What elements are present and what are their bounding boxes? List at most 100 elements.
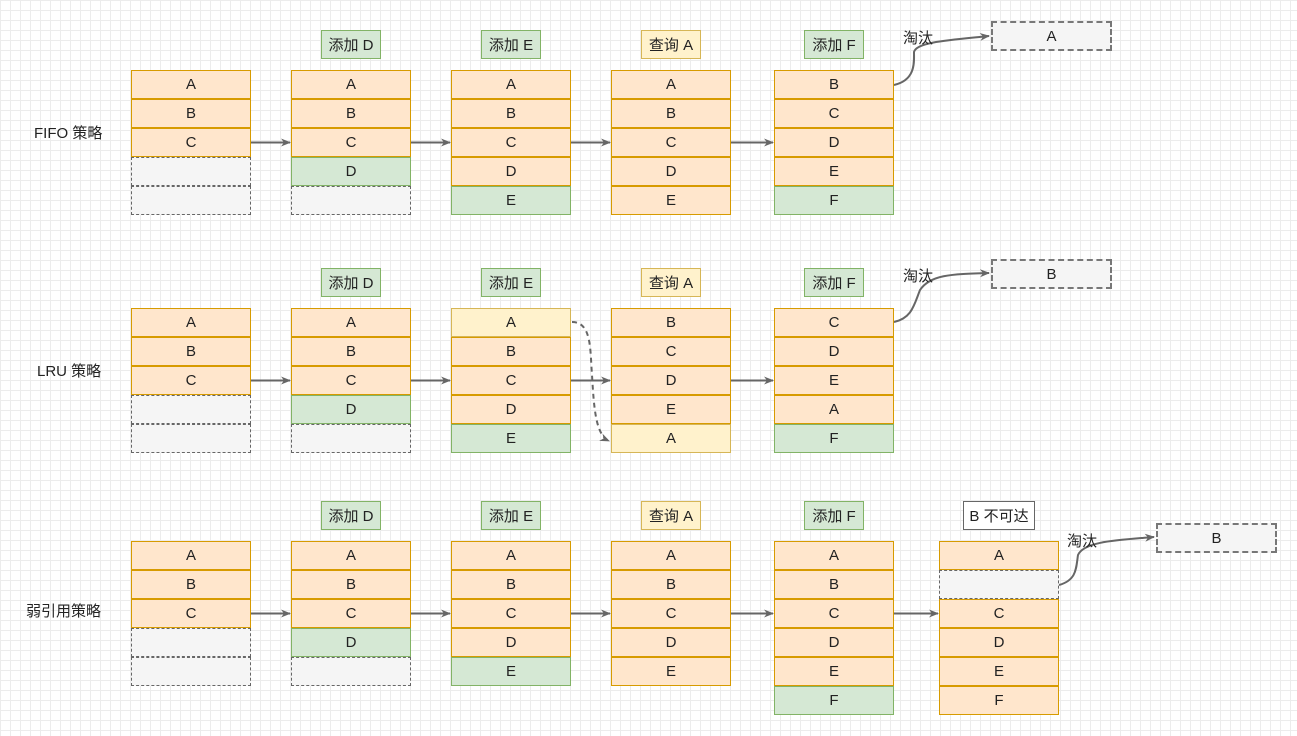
cache-slot: E: [451, 424, 571, 453]
cache-slot: D: [611, 157, 731, 186]
cache-slot: B: [291, 570, 411, 599]
cache-slot: D: [774, 337, 894, 366]
cache-slot: A: [451, 70, 571, 99]
stage-header: 添加 D: [321, 30, 381, 59]
cache-slot: B: [131, 337, 251, 366]
stage-header: 添加 D: [321, 268, 381, 297]
cache-slot: D: [451, 395, 571, 424]
cache-slot: B: [451, 570, 571, 599]
cache-slot: [939, 570, 1059, 599]
cache-slot: D: [611, 366, 731, 395]
cache-slot: A: [451, 308, 571, 337]
lru-move-arrow: [571, 321, 610, 442]
stage-header: 查询 A: [641, 30, 701, 59]
stage-header: 添加 E: [481, 268, 541, 297]
row-label: LRU 策略: [37, 363, 102, 380]
cache-slot: C: [291, 599, 411, 628]
cache-slot: C: [131, 128, 251, 157]
cache-slot: C: [774, 599, 894, 628]
cache-slot: F: [774, 424, 894, 453]
cache-slot: C: [774, 99, 894, 128]
cache-slot: [131, 657, 251, 686]
evicted-item: B: [991, 259, 1112, 289]
cache-slot: D: [939, 628, 1059, 657]
cache-slot: B: [774, 570, 894, 599]
cache-slot: F: [774, 686, 894, 715]
evict-label: 淘汰: [903, 30, 934, 47]
cache-slot: B: [611, 570, 731, 599]
cache-slot: E: [939, 657, 1059, 686]
cache-slot: [291, 186, 411, 215]
stage-header: 查询 A: [641, 501, 701, 530]
stage-header: 添加 F: [804, 501, 864, 530]
cache-slot: [291, 424, 411, 453]
cache-slot: C: [611, 128, 731, 157]
cache-slot: A: [611, 424, 731, 453]
cache-slot: E: [611, 186, 731, 215]
cache-slot: C: [291, 366, 411, 395]
cache-slot: C: [451, 366, 571, 395]
evict-arrow: [893, 32, 990, 86]
cache-slot: C: [291, 128, 411, 157]
cache-slot: E: [774, 157, 894, 186]
cache-slot: C: [939, 599, 1059, 628]
stage-header: B 不可达: [963, 501, 1035, 530]
cache-slot: B: [611, 308, 731, 337]
cache-slot: [131, 395, 251, 424]
cache-slot: A: [131, 541, 251, 570]
cache-slot: C: [131, 366, 251, 395]
cache-slot: [131, 424, 251, 453]
evicted-item: B: [1156, 523, 1277, 553]
cache-slot: D: [291, 395, 411, 424]
cache-slot: C: [451, 128, 571, 157]
evict-arrow: [893, 269, 990, 323]
cache-slot: D: [291, 157, 411, 186]
cache-slot: C: [451, 599, 571, 628]
stage-header: 添加 D: [321, 501, 381, 530]
stage-header: 添加 F: [804, 30, 864, 59]
cache-slot: [131, 157, 251, 186]
cache-slot: C: [131, 599, 251, 628]
cache-slot: D: [611, 628, 731, 657]
cache-slot: A: [451, 541, 571, 570]
cache-slot: D: [774, 128, 894, 157]
stage-header: 添加 E: [481, 30, 541, 59]
evicted-item: A: [991, 21, 1112, 51]
cache-slot: F: [939, 686, 1059, 715]
cache-slot: [131, 186, 251, 215]
cache-slot: B: [291, 99, 411, 128]
cache-slot: B: [131, 570, 251, 599]
cache-slot: E: [774, 366, 894, 395]
cache-slot: E: [774, 657, 894, 686]
cache-slot: A: [291, 541, 411, 570]
cache-slot: B: [451, 337, 571, 366]
evict-label: 淘汰: [903, 268, 934, 285]
cache-slot: D: [774, 628, 894, 657]
cache-slot: F: [774, 186, 894, 215]
cache-slot: D: [291, 628, 411, 657]
evict-arrow: [1058, 533, 1155, 586]
cache-slot: A: [131, 308, 251, 337]
stage-header: 查询 A: [641, 268, 701, 297]
evict-label: 淘汰: [1067, 533, 1098, 550]
cache-slot: E: [611, 657, 731, 686]
cache-slot: B: [451, 99, 571, 128]
cache-slot: B: [291, 337, 411, 366]
cache-slot: A: [611, 70, 731, 99]
cache-slot: A: [774, 395, 894, 424]
cache-slot: A: [131, 70, 251, 99]
cache-slot: B: [131, 99, 251, 128]
cache-slot: A: [611, 541, 731, 570]
cache-slot: C: [774, 308, 894, 337]
cache-slot: A: [291, 70, 411, 99]
cache-slot: D: [451, 157, 571, 186]
cache-slot: A: [939, 541, 1059, 570]
cache-slot: [131, 628, 251, 657]
cache-slot: A: [774, 541, 894, 570]
cache-slot: E: [451, 657, 571, 686]
cache-slot: B: [774, 70, 894, 99]
stage-header: 添加 F: [804, 268, 864, 297]
cache-slot: D: [451, 628, 571, 657]
cache-slot: E: [451, 186, 571, 215]
